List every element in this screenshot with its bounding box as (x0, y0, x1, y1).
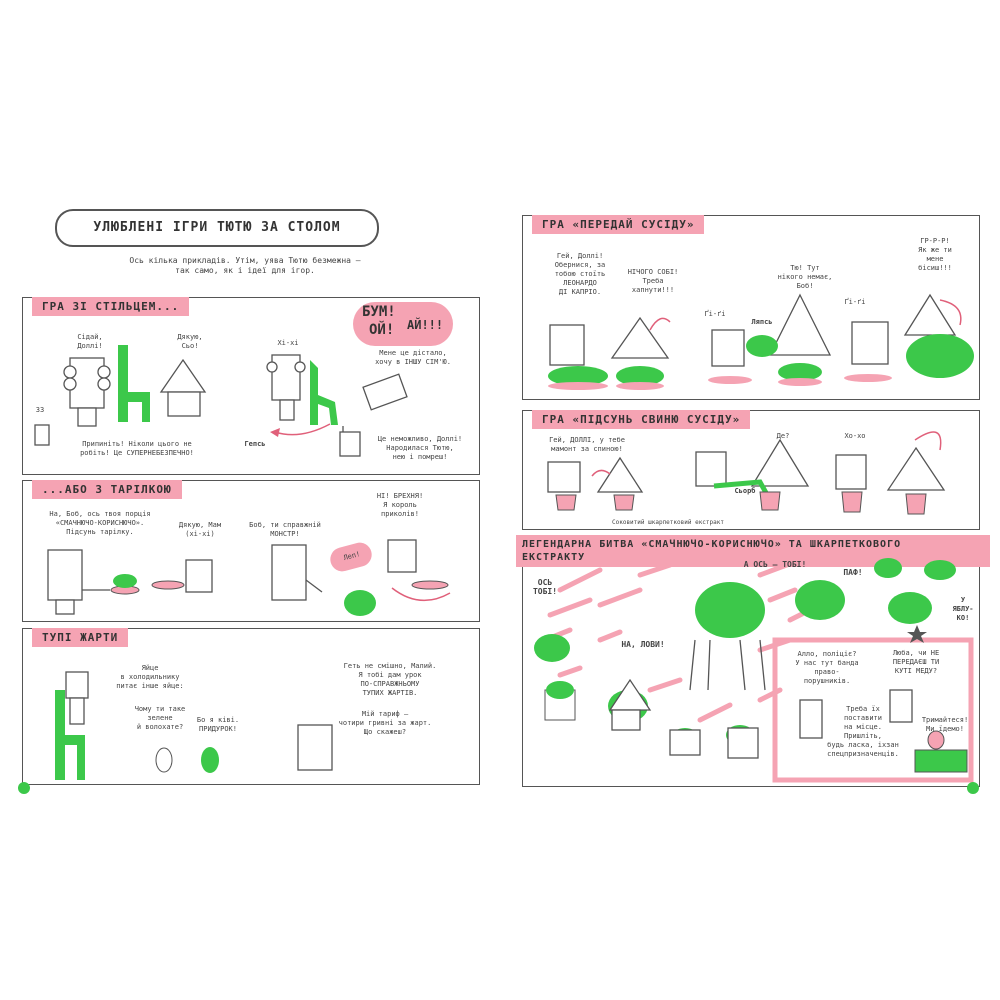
pink-cup-1 (555, 494, 577, 511)
speech-lie: НІ! БРЕХНЯ! Я король приколів! (376, 492, 424, 518)
speech-police: Алло, поліціє? У нас тут банда право- по… (795, 650, 859, 685)
green-car (914, 749, 968, 773)
left-page-subtitle: Ось кілька прикладів. Утім, уява Тютю бе… (120, 256, 370, 276)
bob-head (549, 324, 585, 366)
speech-hold: Тримайтеся! Ми їдемо! (921, 716, 969, 733)
speech-tariff: Мій тариф — чотири гривні за жарт. Що ск… (338, 710, 432, 736)
battle-banner-line-1: ЛЕГЕНДАРНА БИТВА «СМАЧНЮЧО-КОРИСНЮЧО» ТА… (522, 539, 902, 550)
empty-plate (151, 580, 185, 590)
label-gaps: Гепсь (244, 440, 266, 448)
speech-catch: НА, ЛОВИ! (621, 640, 665, 649)
battle-banner-line-2: ЕКСТРАКТУ (522, 552, 586, 563)
subtitle-line-1: Ось кілька прикладів. Утім, уява Тютю бе… (129, 256, 361, 265)
egg (155, 747, 173, 773)
big-broccoli (906, 334, 974, 378)
speech-yabl: У ЯБЛУ- КО! (952, 596, 974, 622)
green-chair-3 (55, 690, 85, 780)
speech-impossible: Це неможливо, Доллі! Народилася Тютю, не… (377, 435, 463, 461)
speech-and-here: А ОСЬ — ТОБІ! (743, 560, 807, 569)
boom-text: БУМ! (362, 304, 396, 320)
stupid-jokes-banner: ТУПІ ЖАРТИ (32, 628, 129, 647)
label-gi: Ґі-ґі (704, 310, 726, 318)
green-chair-2 (310, 360, 338, 425)
subtitle-line-2: так само, як і ідеї для ігор. (175, 266, 315, 275)
speech-kiwi: Бо я ківі. ПРИДУРОК! (196, 716, 240, 733)
boom-bubble (353, 302, 453, 346)
speech-need: Треба їх поставити на місце. Пришліть, б… (827, 705, 899, 758)
mom-character-3 (297, 724, 333, 771)
speech-why-green: Чому ти таке зелене й волохате? (134, 705, 186, 731)
pink-cup-2 (613, 494, 635, 511)
robot-character (65, 671, 89, 725)
label-gi-2: Ґі-ґі (844, 298, 866, 306)
speech-thanks: Дякую, Сьо! (177, 333, 203, 350)
speech-hihi: Хі-хі (277, 339, 299, 347)
speech-stop: Припиніть! Ніколи цього не робіть! Це СУ… (80, 440, 194, 457)
plate-game-banner: ...АБО З ТАРІЛКОЮ (32, 480, 182, 499)
speech-not-funny: Геть не смішно, Малий. Я тобі дам урок П… (343, 662, 437, 697)
left-page-title: УЛЮБЛЕНІ ІГРИ ТЮТЮ ЗА СТОЛОМ (55, 209, 379, 247)
legendary-battle-banner: ЛЕГЕНДАРНА БИТВА «СМАЧНЮЧО-КОРИСНЮЧО» ТА… (516, 535, 990, 567)
speech-hey: Гей, Доллі! Обернися, за тобою стоїть ЛЕ… (554, 252, 606, 296)
speech-portion: На, Боб, ось твоя порція «СМАЧНЮЧО-КОРИС… (49, 510, 151, 536)
mom-character (47, 549, 110, 615)
dolly-head (610, 316, 670, 359)
plate-throw-arrow (391, 587, 451, 602)
dolly-character (63, 357, 111, 427)
speech-honey: Люба, чи НЕ ПЕРЕДАЄШ ТИ КУТІ МЕДУ? (892, 649, 940, 675)
sio-character (159, 358, 207, 417)
pig-neighbor-banner: ГРА «ПІДСУНЬ СВИНЮ СУСІДУ» (532, 410, 751, 429)
speech-thanks-mom: Дякую, Мам (хі-хі) (178, 521, 222, 538)
broccoli-monster (695, 582, 765, 638)
broccoli-plate-2 (616, 366, 664, 386)
label-33: 33 (35, 406, 45, 414)
label-slurp: Сьорб (734, 487, 756, 495)
small-baby (34, 424, 50, 446)
bob-character-2 (387, 539, 417, 573)
speech-where-2: Де? (776, 432, 790, 440)
broccoli-plate-1 (548, 366, 608, 386)
speech-where: Тю! Тут нікого немає, Боб! (777, 264, 833, 290)
broccoli (113, 574, 137, 588)
mom-character-2 (271, 544, 323, 601)
stolen-broccoli (746, 335, 778, 357)
fallen-character (362, 373, 408, 411)
kiwi (201, 747, 219, 773)
oy-text: ОЙ! (369, 322, 395, 338)
dolly-character-2 (266, 354, 306, 421)
right-page-number-dot (967, 782, 979, 794)
police-call-box (772, 637, 974, 783)
speech-enough: Мене це дістало, хочу в ІНШУ СІМ'Ю. (375, 349, 451, 366)
left-page-number-dot (18, 782, 30, 794)
label-laps: Ляпсь (751, 318, 773, 326)
pass-neighbor-banner: ГРА «ПЕРЕДАЙ СУСІДУ» (532, 215, 705, 234)
label-extract: Соковитий шкарпетковий екстракт (612, 519, 724, 526)
green-chair-1 (118, 345, 150, 422)
speech-paf: ПАФ! (843, 568, 863, 577)
speech-here-you: ОСЬ ТОБІ! (532, 578, 558, 596)
arrow-gaps (274, 423, 331, 436)
honey-pot (927, 730, 945, 750)
speech-grr: ГР-Р-Р! Як же ти мене бісиш!!! (918, 237, 952, 272)
chair-game-banner: ГРА ЗІ СТІЛЬЦЕМ... (32, 297, 190, 316)
stupid-jokes-panel (22, 628, 480, 785)
bob-character (185, 559, 213, 593)
speech-sit: Сідай, Доллі! (77, 333, 103, 350)
star-icon (907, 625, 927, 643)
speech-hey-dolly: Гей, ДОЛЛІ, у тебе мамонт за спиною! (549, 436, 625, 453)
small-robot (339, 426, 361, 457)
thrown-broccoli (344, 590, 376, 616)
speech-egg: Яйце в холодильнику питає інше яйце: (116, 664, 184, 690)
speech-monster: Боб, ти справжній МОНСТР! (249, 521, 321, 538)
speech-nothing: НІЧОГО СОБІ! Треба хапнути!!! (627, 268, 679, 294)
speech-hoho: Хо-хо (844, 432, 866, 440)
ay-text: АЙ!!! (407, 318, 444, 332)
